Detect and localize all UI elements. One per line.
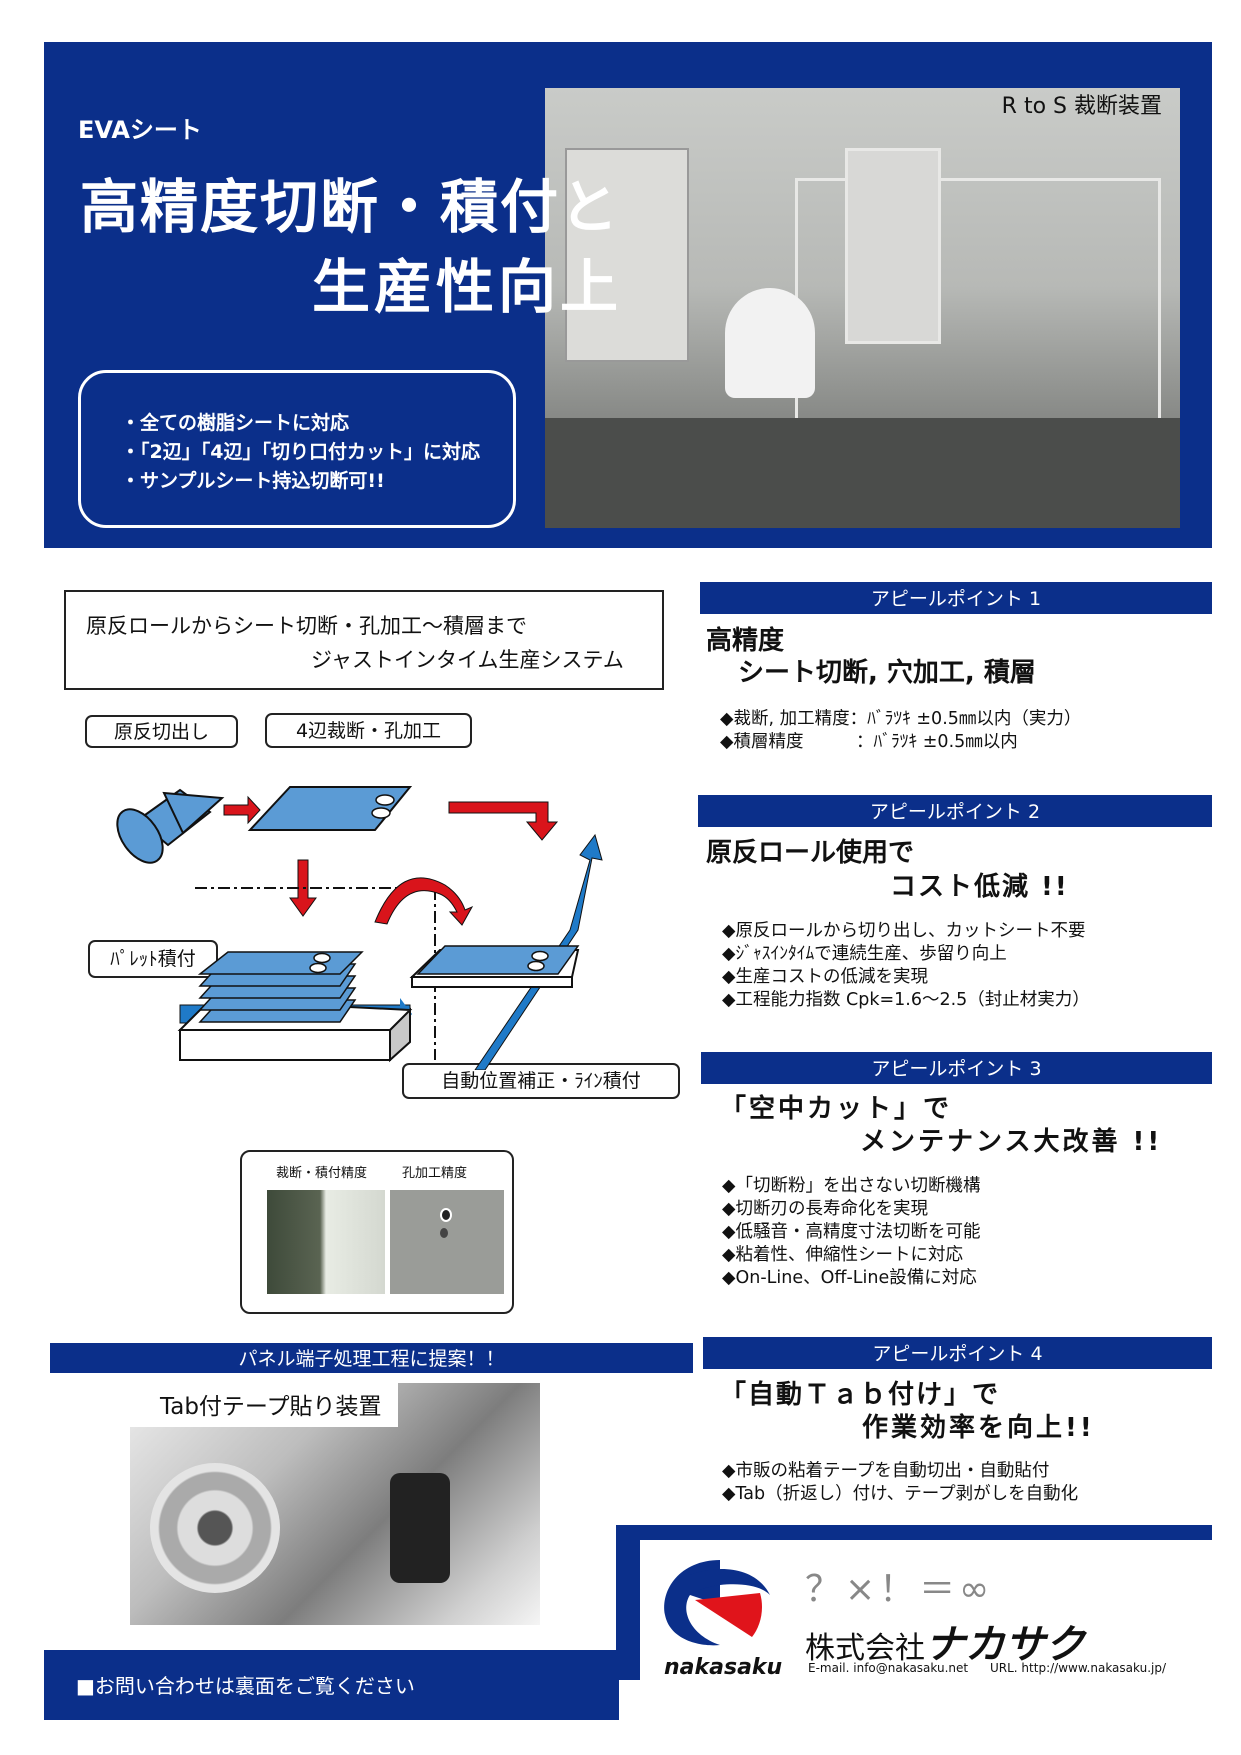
appeal-bullets-1: ◆裁断, 加工精度：ﾊﾞﾗﾂｷ ±0.5㎜以内（実力） ◆積層精度 ：ﾊﾞﾗﾂｷ… xyxy=(720,708,1081,754)
machine-photo: R to S 裁断装置 xyxy=(545,88,1180,528)
appeal-head-2a: 原反ロール使用で xyxy=(706,838,915,868)
tab-machine-label: Tab付テープ貼り装置 xyxy=(130,1383,398,1427)
bullet: ◆ｼﾞｬｽｲﾝﾀｲﾑで連続生産、歩留り向上 xyxy=(722,944,1007,964)
tab-tape-machine-photo: Tab付テープ貼り装置 xyxy=(130,1383,540,1625)
bullet: ◆On-Line、Off-Line設備に対応 xyxy=(722,1268,977,1288)
appeal-head-1a: 高精度 xyxy=(706,626,785,656)
appeal-head-2b: コスト低減 !! xyxy=(890,872,1069,902)
cut-sheet-icon xyxy=(247,786,413,831)
company-email[interactable]: E-mail. info@nakasaku.net xyxy=(808,1661,969,1675)
company-name-prefix: 株式会社 xyxy=(805,1631,925,1666)
hero-subtitle: EVAシート xyxy=(78,116,202,144)
system-line2: ジャストインタイム生産システム xyxy=(311,648,624,672)
bullet: ◆原反ロールから切り出し、カットシート不要 xyxy=(722,921,1086,941)
hole-accuracy-photo xyxy=(390,1190,504,1294)
cabinet xyxy=(565,148,689,362)
arrow-right-icon xyxy=(223,795,261,825)
hole-icon xyxy=(440,1228,448,1238)
proposal-bar: パネル端子処理工程に提案！！ xyxy=(50,1343,693,1373)
conveyor-arrow-icon xyxy=(474,833,603,1070)
actuator xyxy=(390,1473,450,1583)
appeal-bullets-2: ◆原反ロールから切り出し、カットシート不要 ◆ｼﾞｬｽｲﾝﾀｲﾑで連続生産、歩留… xyxy=(722,920,1090,1012)
bullet: ◆生産コストの低減を実現 xyxy=(722,967,928,987)
appeal-bar-2: アピールポイント 2 xyxy=(698,795,1212,827)
label-cut: 4辺裁断・孔加工 xyxy=(265,713,472,748)
appeal-bar-3: アピールポイント 3 xyxy=(701,1052,1212,1084)
sample-scroll: 裁断・積付精度 孔加工精度 xyxy=(240,1150,514,1314)
hero-title-line1: 高精度切断・積付と xyxy=(80,173,621,241)
sample-right-label: 孔加工精度 xyxy=(402,1166,468,1181)
tape-reel-icon xyxy=(150,1463,280,1593)
appeal-bar-1: アピールポイント 1 xyxy=(700,582,1212,614)
company-logo-icon xyxy=(664,1560,770,1646)
company-name-main: ナカサク xyxy=(925,1622,1085,1668)
company-name: 株式会社ナカサク xyxy=(805,1612,1085,1670)
appeal-head-4b: 作業効率を向上!! xyxy=(862,1413,1095,1443)
feature-box: ・全ての樹脂シートに対応 ・「2辺」「4辺」「切り口付カット」に対応 ・サンプル… xyxy=(78,370,516,528)
bullet: ◆裁断, 加工精度：ﾊﾞﾗﾂｷ ±0.5㎜以内（実力） xyxy=(720,709,1082,729)
hero-title-line2: 生産性向上 xyxy=(312,253,623,321)
appeal-bullets-3: ◆「切断粉」を出さない切断機構 ◆切断刃の長寿命化を実現 ◆低騒音・高精度寸法切… xyxy=(722,1175,980,1290)
bullet: ◆Tab（折返し）付け、テープ剥がしを自動化 xyxy=(722,1484,1079,1504)
bullet: ◆市販の粘着テープを自動切出・自動貼付 xyxy=(722,1461,1050,1481)
bullet: ◆低騒音・高精度寸法切断を可能 xyxy=(722,1222,981,1242)
stack-accuracy-photo xyxy=(267,1190,385,1294)
machine-housing xyxy=(845,148,941,344)
process-diagram xyxy=(116,786,603,1070)
roll-icon xyxy=(116,788,225,864)
pallet-stack-icon xyxy=(177,951,413,1063)
feature-item: ・全ての樹脂シートに対応 xyxy=(121,412,350,434)
line-stack-icon xyxy=(409,945,580,988)
appeal-bullets-4: ◆市販の粘着テープを自動切出・自動貼付 ◆Tab（折返し）付け、テープ剥がしを自… xyxy=(722,1460,1078,1506)
label-pallet: ﾊﾟﾚｯﾄ積付 xyxy=(88,940,218,978)
feature-item: ・「2辺」「4辺」「切り口付カット」に対応 xyxy=(121,441,480,463)
hole-icon xyxy=(440,1208,452,1222)
label-auto-stack: 自動位置補正・ﾗｲﾝ積付 xyxy=(402,1063,680,1099)
system-line1: 原反ロールからシート切断・孔加工～積層まで xyxy=(86,614,527,638)
material-roll xyxy=(725,288,815,398)
appeal-head-3a: 「空中カット」で xyxy=(720,1094,953,1124)
contact-text: ■お問い合わせは裏面をご覧ください xyxy=(76,1674,415,1698)
arrow-down-right-icon xyxy=(448,801,559,841)
bullet: ◆工程能力指数 Cpk=1.6～2.5（封止材実力） xyxy=(722,990,1090,1010)
bullet: ◆「切断粉」を出さない切断機構 xyxy=(722,1176,981,1196)
bullet: ◆粘着性、伸縮性シートに対応 xyxy=(722,1245,963,1265)
appeal-head-1b: シート切断, 穴加工, 積層 xyxy=(738,658,1036,688)
contact-bar xyxy=(44,1650,619,1720)
sample-left-label: 裁断・積付精度 xyxy=(276,1166,368,1181)
floor xyxy=(545,418,1180,528)
appeal-head-3b: メンテナンス大改善 !! xyxy=(860,1127,1163,1157)
photo-caption: R to S 裁断装置 xyxy=(1001,94,1162,119)
company-slogan: ？×！＝∞ xyxy=(805,1569,994,1610)
company-url[interactable]: URL. http://www.nakasaku.jp/ xyxy=(990,1661,1167,1675)
feature-item: ・サンプルシート持込切断可!! xyxy=(121,470,385,492)
flip-arrow-icon xyxy=(374,877,474,926)
company-logo-text: nakasaku xyxy=(664,1655,783,1680)
appeal-head-4a: 「自動Ｔａｂ付け」で xyxy=(720,1380,1001,1410)
bullet: ◆切断刃の長寿命化を実現 xyxy=(722,1199,928,1219)
system-description-box: 原反ロールからシート切断・孔加工～積層まで ジャストインタイム生産システム xyxy=(64,590,664,690)
appeal-bar-4: アピールポイント 4 xyxy=(703,1337,1212,1369)
bullet: ◆積層精度 ：ﾊﾞﾗﾂｷ ±0.5㎜以内 xyxy=(720,732,1018,752)
label-unwind: 原反切出し xyxy=(85,715,238,748)
